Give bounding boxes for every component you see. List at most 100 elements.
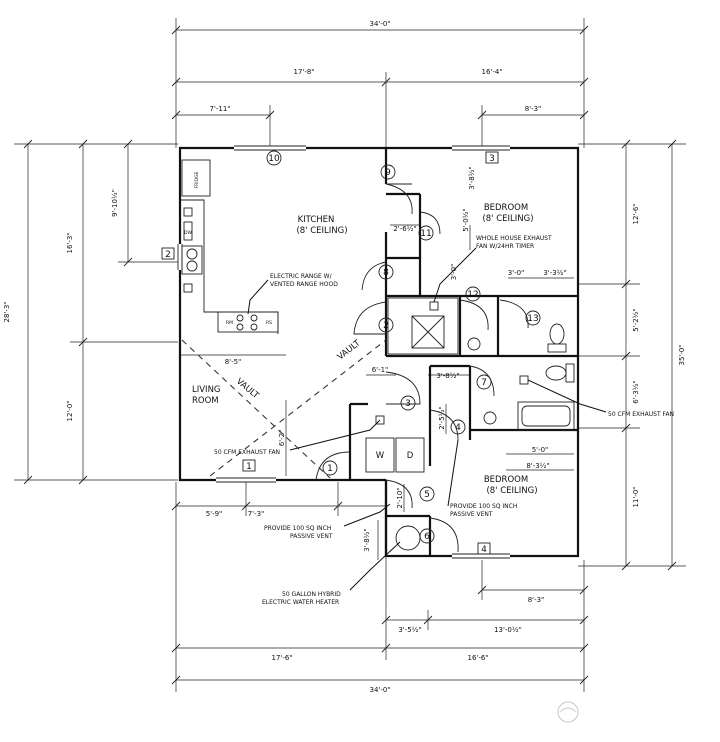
- window-tag-4-label: 4: [481, 545, 487, 555]
- room-bedroom-1: BEDROOM: [484, 203, 528, 213]
- door-2: [353, 301, 387, 335]
- door-tag-12: 12: [467, 290, 478, 300]
- vault-label-1: VAULT: [336, 338, 363, 362]
- room-bedroom-2: BEDROOM: [484, 475, 528, 485]
- room-living-1: LIVING: [192, 385, 221, 395]
- bath1-sink-icon: [467, 337, 481, 351]
- dim-bottom-window-right: 8'-3": [528, 596, 545, 604]
- washer-icon: [365, 437, 395, 473]
- door-tag-3: 3: [405, 399, 411, 409]
- bath2-sink-icon: [483, 411, 497, 425]
- dim-right-upper: 12'-6": [632, 203, 640, 224]
- door-12: [459, 299, 489, 331]
- notes: ELECTRIC RANGE W/ VENTED RANGE HOOD WHOL…: [214, 235, 674, 606]
- door-tag-8: 8: [383, 268, 389, 278]
- note-heater-2: ELECTRIC WATER HEATER: [262, 599, 339, 606]
- window-tags: 1 2 3 4: [161, 151, 499, 555]
- door-tag-9: 9: [385, 168, 391, 178]
- door-6: [429, 517, 459, 553]
- dim-bed2-width: 8'-3½": [526, 462, 549, 470]
- dim-bottom-left: 17'-6": [271, 654, 292, 662]
- vault-lines: VAULT VAULT: [181, 338, 387, 479]
- window-tag-3-label: 3: [489, 154, 495, 164]
- window-tag-1-label: 1: [246, 462, 252, 472]
- water-heater-icon: [395, 525, 421, 551]
- note-vent-left-1: PROVIDE 100 SQ INCH: [264, 525, 331, 532]
- door-tag-4: 4: [455, 423, 461, 433]
- dim-laundry-a: 3'-8½": [436, 372, 459, 380]
- door-9: [385, 183, 413, 215]
- door-11: [419, 211, 441, 235]
- dim-closet-b: 2'-6½": [393, 225, 416, 233]
- room-living-2: ROOM: [192, 396, 219, 406]
- door-tag-13: 13: [527, 314, 538, 324]
- leader-lines: [247, 247, 607, 591]
- dim-left-upper: 16'-3": [66, 232, 74, 253]
- dim-laundry-b: 2'-5½": [438, 406, 446, 429]
- walls: [177, 145, 580, 559]
- window-tag-4: [477, 542, 491, 555]
- dim-living-width: 8'-5": [225, 358, 242, 366]
- door-3: [385, 371, 421, 405]
- dimension-text: 34'-0" 17'-8" 16'-4" 7'-11" 8'-3" 28'-3"…: [3, 20, 686, 694]
- door-8: [361, 261, 387, 291]
- note-vent-left-2: PASSIVE VENT: [290, 533, 333, 540]
- door-tag-5: 5: [424, 490, 430, 500]
- door-tag-6: 6: [424, 532, 430, 542]
- note-whole-house-1: WHOLE HOUSE EXHAUST: [476, 235, 552, 242]
- doors: [315, 183, 529, 553]
- range-label-b: RS: [266, 320, 272, 326]
- note-range-2: VENTED RANGE HOOD: [270, 281, 338, 288]
- door-tag-10: 10: [268, 154, 280, 164]
- dim-bottom-right: 16'-6": [467, 654, 488, 662]
- room-bedroom-1-ceiling: (8' CEILING): [482, 214, 533, 224]
- window-tag-2-label: 2: [165, 250, 171, 260]
- fridge-label: FRIDGE: [194, 171, 200, 188]
- note-heater-1: 50 GALLON HYBRID: [282, 591, 341, 598]
- door-tags: 1 2 3 4 5 6 7 8 9 10 11 12 13: [266, 150, 541, 544]
- dim-bottom-mid-b: 13'-0½": [494, 626, 522, 634]
- dim-bottom-left-b: 7'-3": [248, 510, 265, 518]
- note-exhaust-right: 50 CFM EXHAUST FAN: [608, 411, 674, 418]
- door-4: [429, 409, 459, 441]
- dim-hall-width: 6'-1": [372, 366, 389, 374]
- door-1: [315, 451, 351, 481]
- dishwasher-label: DW: [184, 230, 192, 236]
- room-kitchen: KITCHEN: [298, 215, 335, 225]
- door-13: [499, 299, 529, 329]
- dim-wh-closet-2: 3'-8½": [363, 528, 371, 551]
- fridge-icon: [181, 159, 211, 197]
- dim-bottom-mid-a: 3'-5½": [398, 626, 421, 634]
- window-tag-2: [161, 247, 175, 260]
- dim-right-overall: 35'-0": [678, 344, 686, 365]
- door-tag-11: 11: [420, 229, 431, 239]
- dryer-icon: [395, 437, 425, 473]
- exhaust-fan-right-icon: [519, 375, 529, 385]
- washer-label: W: [376, 451, 385, 461]
- whole-house-fan-icon: [429, 301, 439, 311]
- dim-closet-a: 3'-8½": [468, 166, 476, 189]
- dim-left-window: 9'-10½": [111, 189, 119, 217]
- door-5: [385, 479, 413, 509]
- dim-closet-c: 5'-0½": [462, 208, 470, 231]
- door-tag-1: 1: [327, 464, 333, 474]
- dim-bottom-overall: 34'-0": [369, 686, 390, 694]
- dim-left-overall: 28'-3": [3, 301, 11, 322]
- dim-bath-w1: 3'-0": [508, 269, 525, 277]
- range-label-a: RM: [226, 320, 233, 326]
- dim-top-right-window: 8'-3": [525, 105, 542, 113]
- window-tag-1: [242, 459, 256, 472]
- kitchen-fixtures: FRIDGE DW RM RS: [180, 159, 279, 334]
- note-vent-right-2: PASSIVE VENT: [450, 511, 493, 518]
- dim-top-left-window: 7'-11": [209, 105, 230, 113]
- room-kitchen-ceiling: (8' CEILING): [296, 226, 347, 236]
- dim-top-left: 17'-8": [293, 68, 314, 76]
- door-tag-7: 7: [481, 378, 487, 388]
- vault-label-2: VAULT: [234, 377, 261, 402]
- dimension-lines: [14, 18, 686, 692]
- dim-right-lower: 11'-0": [632, 486, 640, 507]
- sink-icon: [181, 245, 203, 275]
- dim-wh-closet: 2'-10": [396, 487, 404, 508]
- bath-fixtures: W D: [365, 297, 575, 551]
